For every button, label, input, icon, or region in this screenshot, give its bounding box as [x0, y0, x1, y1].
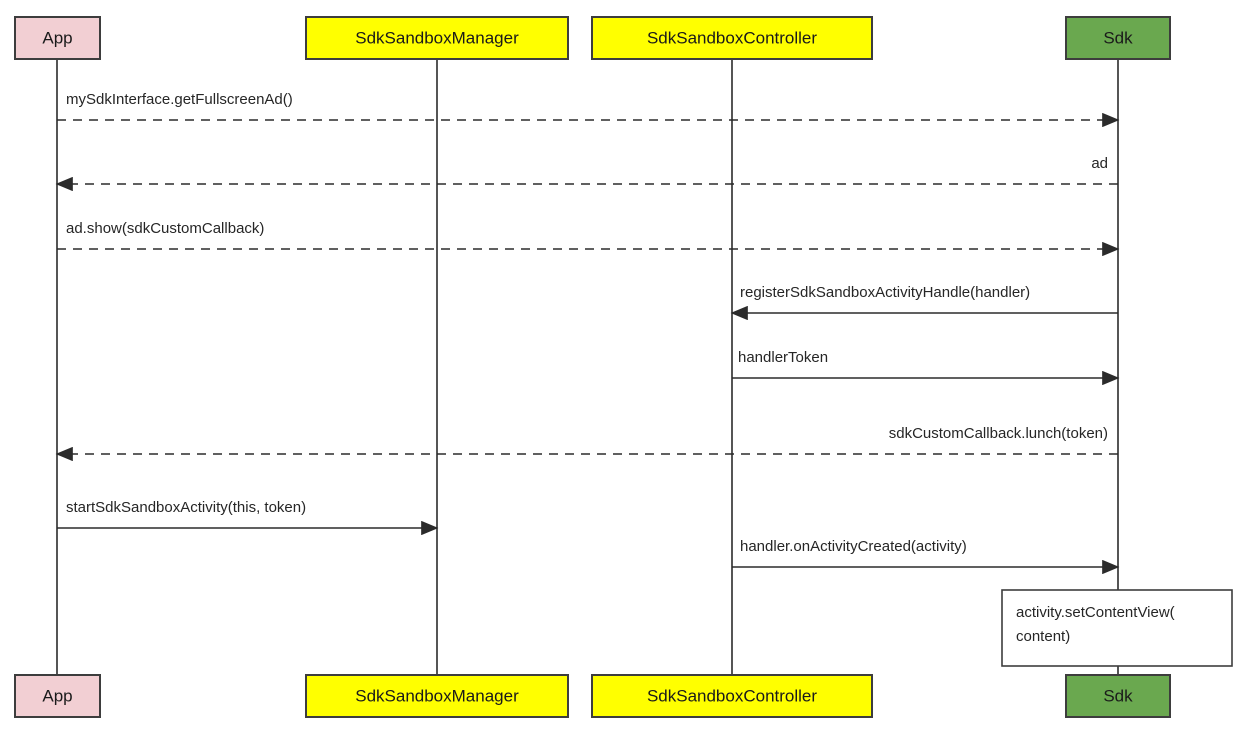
participant-box-fill: [591, 674, 873, 718]
participant-box-fill: [1065, 16, 1171, 60]
message-label-m2: ad: [1091, 155, 1108, 172]
participant-box-fill: [1065, 674, 1171, 718]
message-m8[interactable]: handler.onActivityCreated(activity): [732, 538, 1120, 575]
participant-footer-controller[interactable]: SdkSandboxController: [591, 674, 873, 718]
participant-label: SdkSandboxManager: [355, 28, 519, 47]
participant-box-fill: [591, 16, 873, 60]
participant-header-sdk[interactable]: Sdk: [1065, 16, 1171, 60]
note-line: activity.setContentView(: [1016, 604, 1175, 621]
participant-label: Sdk: [1103, 686, 1133, 705]
participant-label: SdkSandboxController: [647, 686, 817, 705]
message-m1[interactable]: mySdkInterface.getFullscreenAd(): [57, 91, 1120, 128]
message-label-m8: handler.onActivityCreated(activity): [740, 538, 967, 555]
participant-box-fill: [305, 16, 569, 60]
message-label-m6: sdkCustomCallback.lunch(token): [889, 425, 1108, 442]
message-m3[interactable]: ad.show(sdkCustomCallback): [57, 220, 1120, 257]
participant-label: SdkSandboxManager: [355, 686, 519, 705]
participant-footer-manager[interactable]: SdkSandboxManager: [305, 674, 569, 718]
note-line: content): [1016, 628, 1070, 645]
participant-footer-app[interactable]: App: [14, 674, 101, 718]
message-m4[interactable]: registerSdkSandboxActivityHandle(handler…: [730, 284, 1118, 321]
message-m2[interactable]: ad: [55, 155, 1118, 192]
messages-layer: mySdkInterface.getFullscreenAd() ad ad.sho…: [55, 91, 1120, 575]
message-m6[interactable]: sdkCustomCallback.lunch(token): [55, 425, 1118, 462]
participant-footer-sdk[interactable]: Sdk: [1065, 674, 1171, 718]
participant-box-fill: [305, 674, 569, 718]
notes-layer: activity.setContentView( content): [1001, 589, 1233, 667]
note-background: [1001, 589, 1233, 667]
participant-headers-layer: App SdkSandboxManager SdkSandboxController…: [14, 16, 1171, 60]
note-note-setcontentview[interactable]: activity.setContentView( content): [1001, 589, 1233, 667]
participant-box-fill: [14, 16, 101, 60]
participant-label: Sdk: [1103, 28, 1133, 47]
message-label-m7: startSdkSandboxActivity(this, token): [66, 499, 306, 516]
participant-label: SdkSandboxController: [647, 28, 817, 47]
lifelines-layer: [56, 59, 1119, 675]
participant-header-app[interactable]: App: [14, 16, 101, 60]
participant-label: App: [42, 686, 72, 705]
participant-header-manager[interactable]: SdkSandboxManager: [305, 16, 569, 60]
participant-box-fill: [14, 674, 101, 718]
message-m5[interactable]: handlerToken: [732, 349, 1120, 386]
participant-header-controller[interactable]: SdkSandboxController: [591, 16, 873, 60]
participant-label: App: [42, 28, 72, 47]
message-label-m1: mySdkInterface.getFullscreenAd(): [66, 91, 293, 108]
message-m7[interactable]: startSdkSandboxActivity(this, token): [57, 499, 439, 536]
message-label-m4: registerSdkSandboxActivityHandle(handler…: [740, 284, 1030, 301]
message-label-m5: handlerToken: [738, 349, 828, 366]
participant-footers-layer: App SdkSandboxManager SdkSandboxController…: [14, 674, 1171, 718]
message-label-m3: ad.show(sdkCustomCallback): [66, 220, 264, 237]
